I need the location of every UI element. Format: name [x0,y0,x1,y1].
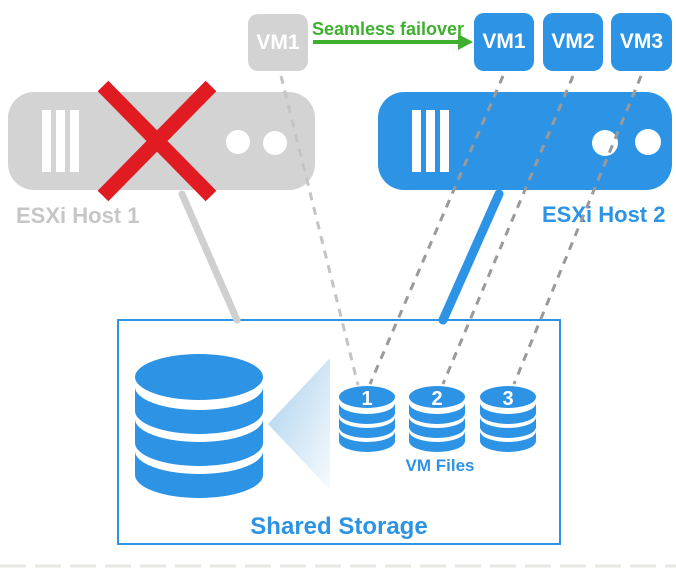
server-button-icon [592,130,618,156]
vm2-label: VM2 [551,30,595,53]
server-button-icon [635,129,661,155]
ghost-vm-label: VM1 [256,30,300,54]
vm1-box: VM1 [474,13,534,71]
esxi-host-1-label: ESXi Host 1 [16,203,140,228]
vm-files-disk-3-icon: 3 [480,386,536,452]
server-slots-icon [412,110,449,172]
host2-storage-link [438,189,504,325]
vm-files-disk-1-icon: 1 [339,386,395,452]
esxi-host-2-label: ESXi Host 2 [542,202,666,227]
server-slots-icon [42,110,79,172]
left-triangle-icon [268,358,330,490]
disk-2-number: 2 [431,388,442,410]
vm2-box: VM2 [543,13,603,71]
failover-caption: Seamless failover [311,19,465,39]
host1-storage-link [178,190,241,324]
vm1-label: VM1 [482,30,526,53]
shared-storage-title: Shared Storage [250,513,428,540]
server-button-icon [263,131,287,155]
ghost-vm-box: VM1 [248,14,308,71]
vm-files-disk-2-icon: 2 [409,386,465,452]
disk-1-number: 1 [361,388,372,410]
esxi-host-2-server-icon [378,92,672,190]
shared-datastore-icon [135,354,263,498]
vm3-box: VM3 [611,13,672,71]
vm3-label: VM3 [619,30,664,53]
server-button-icon [226,130,250,154]
esxi-host-1-server-icon [8,92,315,190]
disk-3-number: 3 [502,388,513,410]
vm-files-label: VM Files [405,456,475,475]
